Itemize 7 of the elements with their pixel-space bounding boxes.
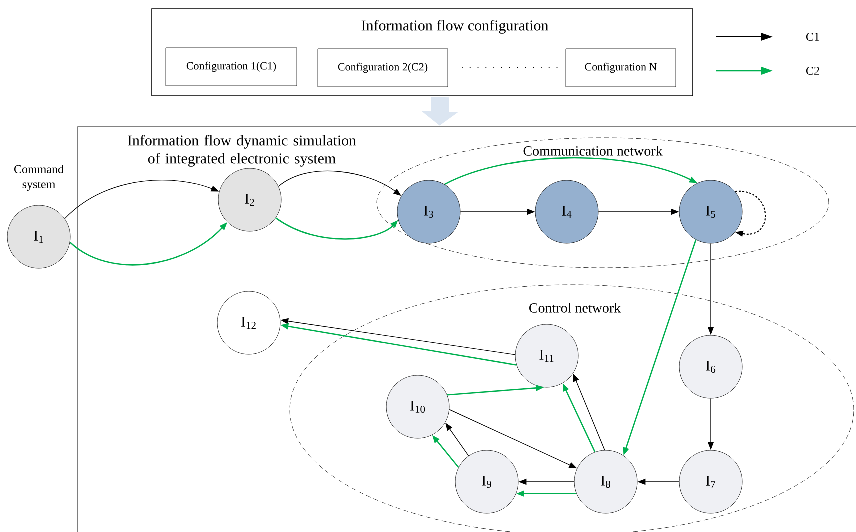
configuration-box: Configuration 2(C2) bbox=[318, 48, 448, 88]
configuration-box: Configuration 1(C1) bbox=[166, 48, 298, 86]
configuration-box: Configuration N bbox=[566, 48, 676, 88]
legend-text: C2 bbox=[806, 66, 820, 76]
loop-arrow bbox=[735, 191, 766, 238]
legend-text: C1 bbox=[806, 32, 820, 42]
node-caption: Command system bbox=[14, 165, 64, 191]
